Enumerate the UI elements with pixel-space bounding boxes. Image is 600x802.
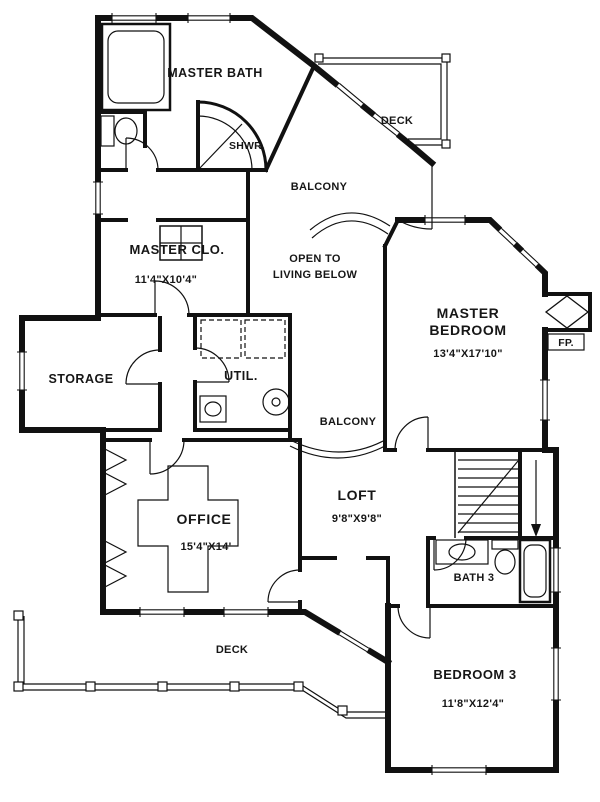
label-loft-dims: 9'8"X9'8" (332, 513, 382, 525)
label-master-closet-dims: 11'4"X10'4" (135, 274, 197, 286)
label-bedroom3: BEDROOM 3 (433, 667, 516, 682)
label-balcony-upper: BALCONY (291, 181, 348, 193)
fixture-closet-island (159, 225, 203, 261)
label-deck-lower: DECK (216, 644, 248, 656)
interior-walls (96, 63, 558, 614)
label-master-bedroom-dims: 13'4"X17'10" (433, 348, 502, 360)
fixture-washer-dryer (200, 319, 286, 359)
label-bedroom3-dims: 11'8"X12'4" (442, 698, 504, 710)
windows (17, 13, 561, 775)
label-storage: STORAGE (48, 372, 113, 386)
label-shower: SHWR. (229, 140, 265, 152)
label-deck-upper: DECK (381, 115, 413, 127)
doors (125, 137, 467, 639)
staircase (454, 450, 541, 538)
label-utility: UTIL. (224, 369, 258, 383)
fixture-office-desk (137, 465, 239, 593)
fireplace (543, 292, 592, 351)
label-loft: LOFT (338, 487, 377, 503)
deck-railing-upper (314, 53, 451, 149)
label-master-bedroom-1: MASTER (437, 305, 500, 321)
fixture-utility-sink (199, 395, 227, 423)
deck-railing-lower (13, 610, 390, 719)
label-master-bedroom-2: BEDROOM (429, 322, 506, 338)
label-master-bath: MASTER BATH (167, 66, 263, 80)
label-open-to-below-1: OPEN TO (289, 253, 341, 265)
balcony-railing-curve-upper (309, 212, 391, 239)
fixture-vanity-bath3 (435, 539, 489, 565)
label-fireplace: FP. (558, 337, 574, 349)
label-master-closet: MASTER CLO. (129, 242, 224, 257)
label-open-to-below-2: LIVING BELOW (273, 269, 358, 281)
fixture-shower (196, 100, 268, 172)
label-office: OFFICE (177, 511, 232, 527)
label-bath3: BATH 3 (454, 572, 495, 584)
label-office-dims: 15'4"X14' (180, 541, 231, 553)
label-balcony-mid: BALCONY (320, 416, 377, 428)
